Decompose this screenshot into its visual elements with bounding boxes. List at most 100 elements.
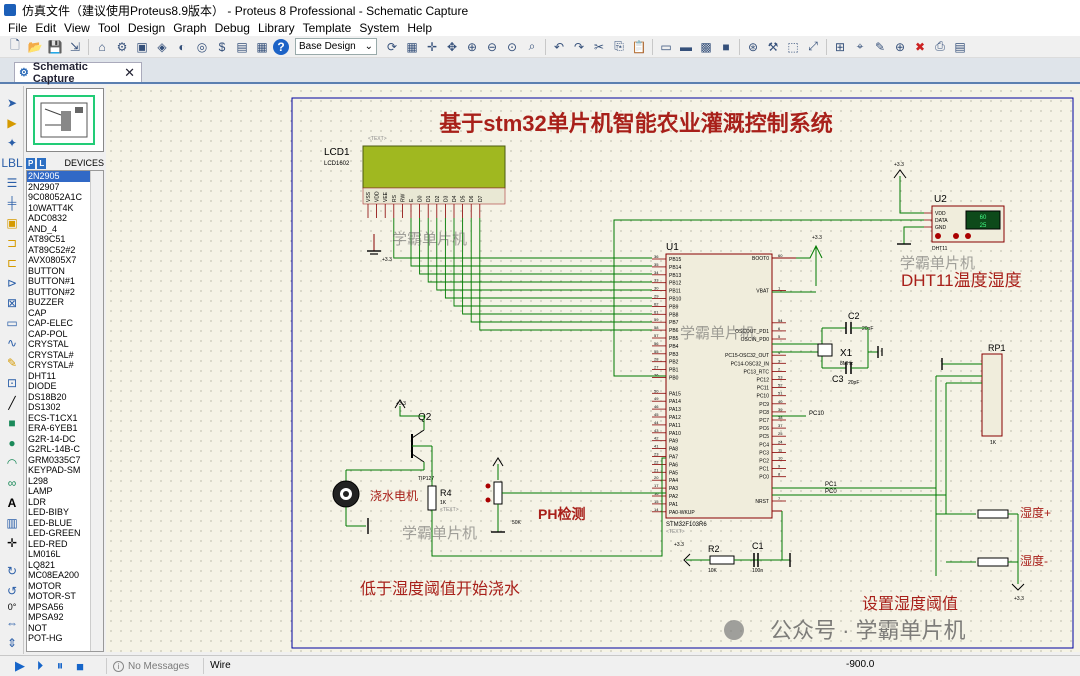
home-icon[interactable]: ⌂	[98, 39, 106, 54]
overview-window[interactable]	[26, 88, 104, 152]
device-list-item[interactable]: CAP	[28, 307, 47, 318]
device-pins-icon[interactable]: ⊏	[6, 255, 18, 270]
device-list-item[interactable]: G2R-14-DC	[28, 433, 76, 444]
zoom-in-icon[interactable]: ⊕	[466, 39, 478, 54]
pick-device-icon[interactable]: ⊛	[747, 39, 759, 54]
button-humidity-down[interactable]	[977, 557, 1009, 567]
schematic-icon[interactable]: ⚙	[116, 39, 128, 54]
menu-item-debug[interactable]: Debug	[214, 21, 250, 35]
device-list-item[interactable]: LDR	[28, 496, 47, 507]
device-list-item[interactable]: CRYSTAL	[28, 339, 69, 349]
instrument-icon[interactable]: ⊡	[6, 375, 18, 390]
wire-autorouter-icon[interactable]: ⊞	[834, 39, 846, 54]
schematic-canvas[interactable]: 基于stm32单片机智能农业灌溉控制系统 <TEXT> LCD1 LCD1602…	[106, 86, 1080, 652]
line-icon[interactable]: ╱	[8, 395, 16, 410]
menu-item-edit[interactable]: Edit	[35, 21, 57, 35]
device-list-item[interactable]: DHT11	[28, 370, 56, 381]
stm32-chip[interactable]	[665, 253, 773, 519]
device-list-item[interactable]: MC08EA200	[28, 570, 80, 580]
pick-devices-button[interactable]: P	[26, 157, 36, 169]
device-list-item[interactable]: LED-RED	[28, 538, 68, 549]
library-manager-button[interactable]: L	[37, 157, 47, 169]
zoom-all-icon[interactable]: ⊙	[506, 39, 518, 54]
pan-icon[interactable]: ✥	[446, 39, 458, 54]
gerber-icon[interactable]: ◈	[157, 39, 167, 54]
play-icon[interactable]: ▶	[15, 658, 25, 673]
junction-dot-icon[interactable]: ✦	[6, 135, 18, 150]
open-folder-icon[interactable]: 📂	[27, 39, 43, 54]
generator-icon[interactable]: ▭	[6, 315, 18, 330]
device-list-item[interactable]: NOT	[28, 622, 47, 633]
package-icon[interactable]: ⬚	[787, 39, 799, 54]
flip-vertical-icon[interactable]: ⇕	[6, 635, 18, 650]
voltage-probe-icon[interactable]: ✎	[6, 355, 18, 370]
device-list-item[interactable]: DS18B20	[28, 391, 67, 402]
device-list-item[interactable]: 2N2905	[27, 171, 91, 182]
graph-icon[interactable]: ⊳	[6, 275, 18, 290]
ph-potentiometer[interactable]	[493, 481, 503, 505]
vsm-icon[interactable]: ▦	[256, 39, 268, 54]
device-list-item[interactable]: AT89C51	[28, 234, 66, 244]
dht11-button-a[interactable]	[935, 233, 941, 239]
device-list-item[interactable]: BUTTON#2	[28, 286, 75, 297]
probe-icon[interactable]: ∿	[6, 335, 18, 350]
tab-schematic-capture[interactable]: ⚙ Schematic Capture ✕	[14, 61, 142, 85]
search-icon[interactable]: ⌖	[856, 39, 864, 53]
device-list-item[interactable]: AND_4	[28, 223, 58, 234]
device-list-item[interactable]: CAP-POL	[28, 328, 68, 339]
device-list-item[interactable]: 10WATT4K	[28, 202, 74, 213]
device-list-item[interactable]: LED-BIBY	[28, 507, 70, 517]
wire-label-icon[interactable]: LBL	[1, 155, 23, 170]
flip-horizontal-icon[interactable]: ⇔	[6, 615, 18, 630]
refresh-icon[interactable]: ⟳	[386, 39, 398, 54]
menu-item-help[interactable]: Help	[407, 21, 433, 35]
messages-indicator[interactable]: i No Messages	[106, 658, 189, 674]
device-list-item[interactable]: MOTOR	[28, 580, 62, 591]
crystal-x1[interactable]	[817, 343, 833, 357]
marker-icon[interactable]: ✛	[6, 535, 18, 550]
rotate-cw-icon[interactable]: ↻	[6, 563, 18, 578]
step-icon[interactable]: ⏵	[36, 658, 44, 673]
design-select[interactable]: Base Design⌄	[295, 38, 377, 55]
device-list-item[interactable]: AVX0805X7	[28, 255, 77, 265]
menu-item-library[interactable]: Library	[257, 21, 295, 35]
pause-icon[interactable]: ⏸	[56, 658, 64, 673]
pot-knob-up[interactable]	[485, 483, 491, 489]
rotate-ccw-icon[interactable]: ↺	[6, 583, 18, 598]
device-list-item[interactable]: ERA-6YEB1	[28, 423, 78, 433]
device-list-item[interactable]: CRYSTAL#	[28, 349, 74, 360]
device-list-item[interactable]: MPSA92	[28, 612, 64, 622]
device-list-item[interactable]: L298	[28, 475, 49, 486]
text-script-icon[interactable]: ☰	[6, 175, 18, 190]
device-list-item[interactable]: CRYSTAL#	[28, 360, 74, 370]
device-list-item[interactable]: 2N2907	[28, 181, 60, 192]
property-tool-icon[interactable]: ✎	[874, 39, 886, 54]
help-icon[interactable]: ?	[273, 38, 289, 55]
block-rotate-icon[interactable]: ▩	[700, 39, 712, 54]
redo-icon[interactable]: ↷	[573, 39, 585, 54]
block-copy-icon[interactable]: ▭	[660, 39, 672, 54]
grid-icon[interactable]: ▦	[406, 39, 418, 54]
device-list-item[interactable]: ADC0832	[28, 213, 68, 223]
pcb-icon[interactable]: ▣	[136, 39, 148, 54]
zoom-out-icon[interactable]: ⊖	[486, 39, 498, 54]
save-icon[interactable]: 💾	[47, 39, 63, 54]
device-list-item[interactable]: AT89C52#2	[28, 244, 76, 255]
bill-icon[interactable]: ▤	[954, 39, 966, 54]
device-list-item[interactable]: DS1302	[28, 402, 61, 412]
device-list-item[interactable]: MOTOR-ST	[28, 591, 76, 601]
device-list-item[interactable]: MPSA56	[28, 601, 64, 612]
box-icon[interactable]: ■	[8, 415, 16, 430]
button-humidity-up[interactable]	[977, 509, 1009, 519]
dht11-button-b[interactable]	[953, 233, 959, 239]
component-mode-icon[interactable]: ▶	[7, 115, 17, 130]
remove-sheet-icon[interactable]: ✖	[914, 39, 926, 54]
menu-item-system[interactable]: System	[359, 21, 400, 35]
bom-icon[interactable]: $	[218, 39, 226, 54]
device-list-item[interactable]: G2RL-14B-C	[28, 444, 81, 454]
menu-item-tool[interactable]: Tool	[97, 21, 120, 35]
terminals-icon[interactable]: ⊐	[6, 235, 18, 250]
device-list-item[interactable]: 9C08052A1C	[28, 192, 83, 202]
block-move-icon[interactable]: ▬	[680, 39, 692, 54]
menu-item-file[interactable]: File	[8, 21, 28, 35]
